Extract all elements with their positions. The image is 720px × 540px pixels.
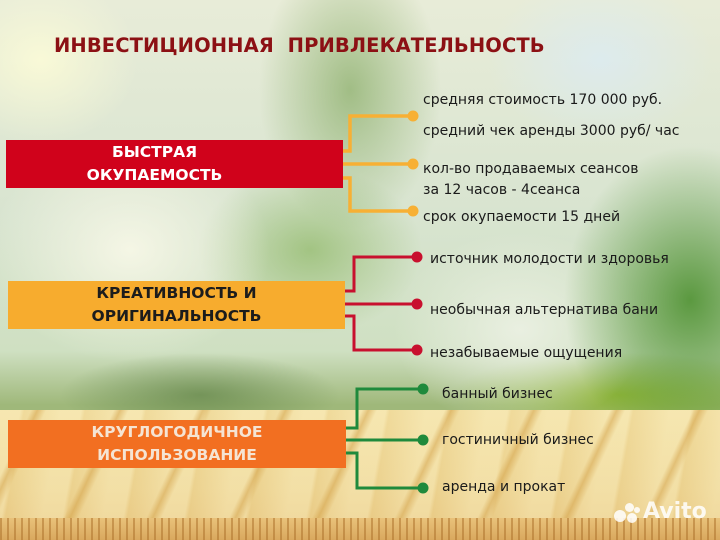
category-fast-payback: БЫСТРАЯ ОКУПАЕМОСТЬ	[6, 140, 343, 188]
list-item: кол-во продаваемых сеансов за 12 часов -…	[423, 161, 639, 198]
list-item: срок окупаемости 15 дней	[423, 209, 621, 225]
category-creativity: КРЕАТИВНОСТЬ И ОРИГИНАЛЬНОСТЬ	[8, 281, 345, 329]
avito-watermark: Avito	[614, 499, 707, 524]
list-item: гостиничный бизнес	[442, 432, 594, 448]
watermark-text: Avito	[643, 499, 707, 524]
wooden-deck-edge	[0, 518, 720, 540]
list-item: средняя стоимость 170 000 руб.	[423, 92, 663, 108]
category-label: БЫСТРАЯ ОКУПАЕМОСТЬ	[86, 143, 223, 184]
list-item: незабываемые ощущения	[430, 345, 623, 361]
category-year-round-use: КРУГЛОГОДИЧНОЕ ИСПОЛЬЗОВАНИЕ	[8, 420, 346, 468]
page-title: ИНВЕСТИЦИОННАЯ ПРИВЛЕКАТЕЛЬНОСТЬ	[54, 34, 545, 57]
list-item: необычная альтернатива бани	[430, 302, 659, 318]
list-item: банный бизнес	[442, 386, 553, 402]
category-label: КРЕАТИВНОСТЬ И ОРИГИНАЛЬНОСТЬ	[91, 284, 262, 325]
avito-logo-icon	[614, 501, 640, 523]
list-item: аренда и прокат	[442, 479, 566, 495]
category-label: КРУГЛОГОДИЧНОЕ ИСПОЛЬЗОВАНИЕ	[91, 423, 263, 464]
list-item: средний чек аренды 3000 руб/ час	[423, 123, 680, 139]
list-item: источник молодости и здоровья	[430, 251, 669, 267]
